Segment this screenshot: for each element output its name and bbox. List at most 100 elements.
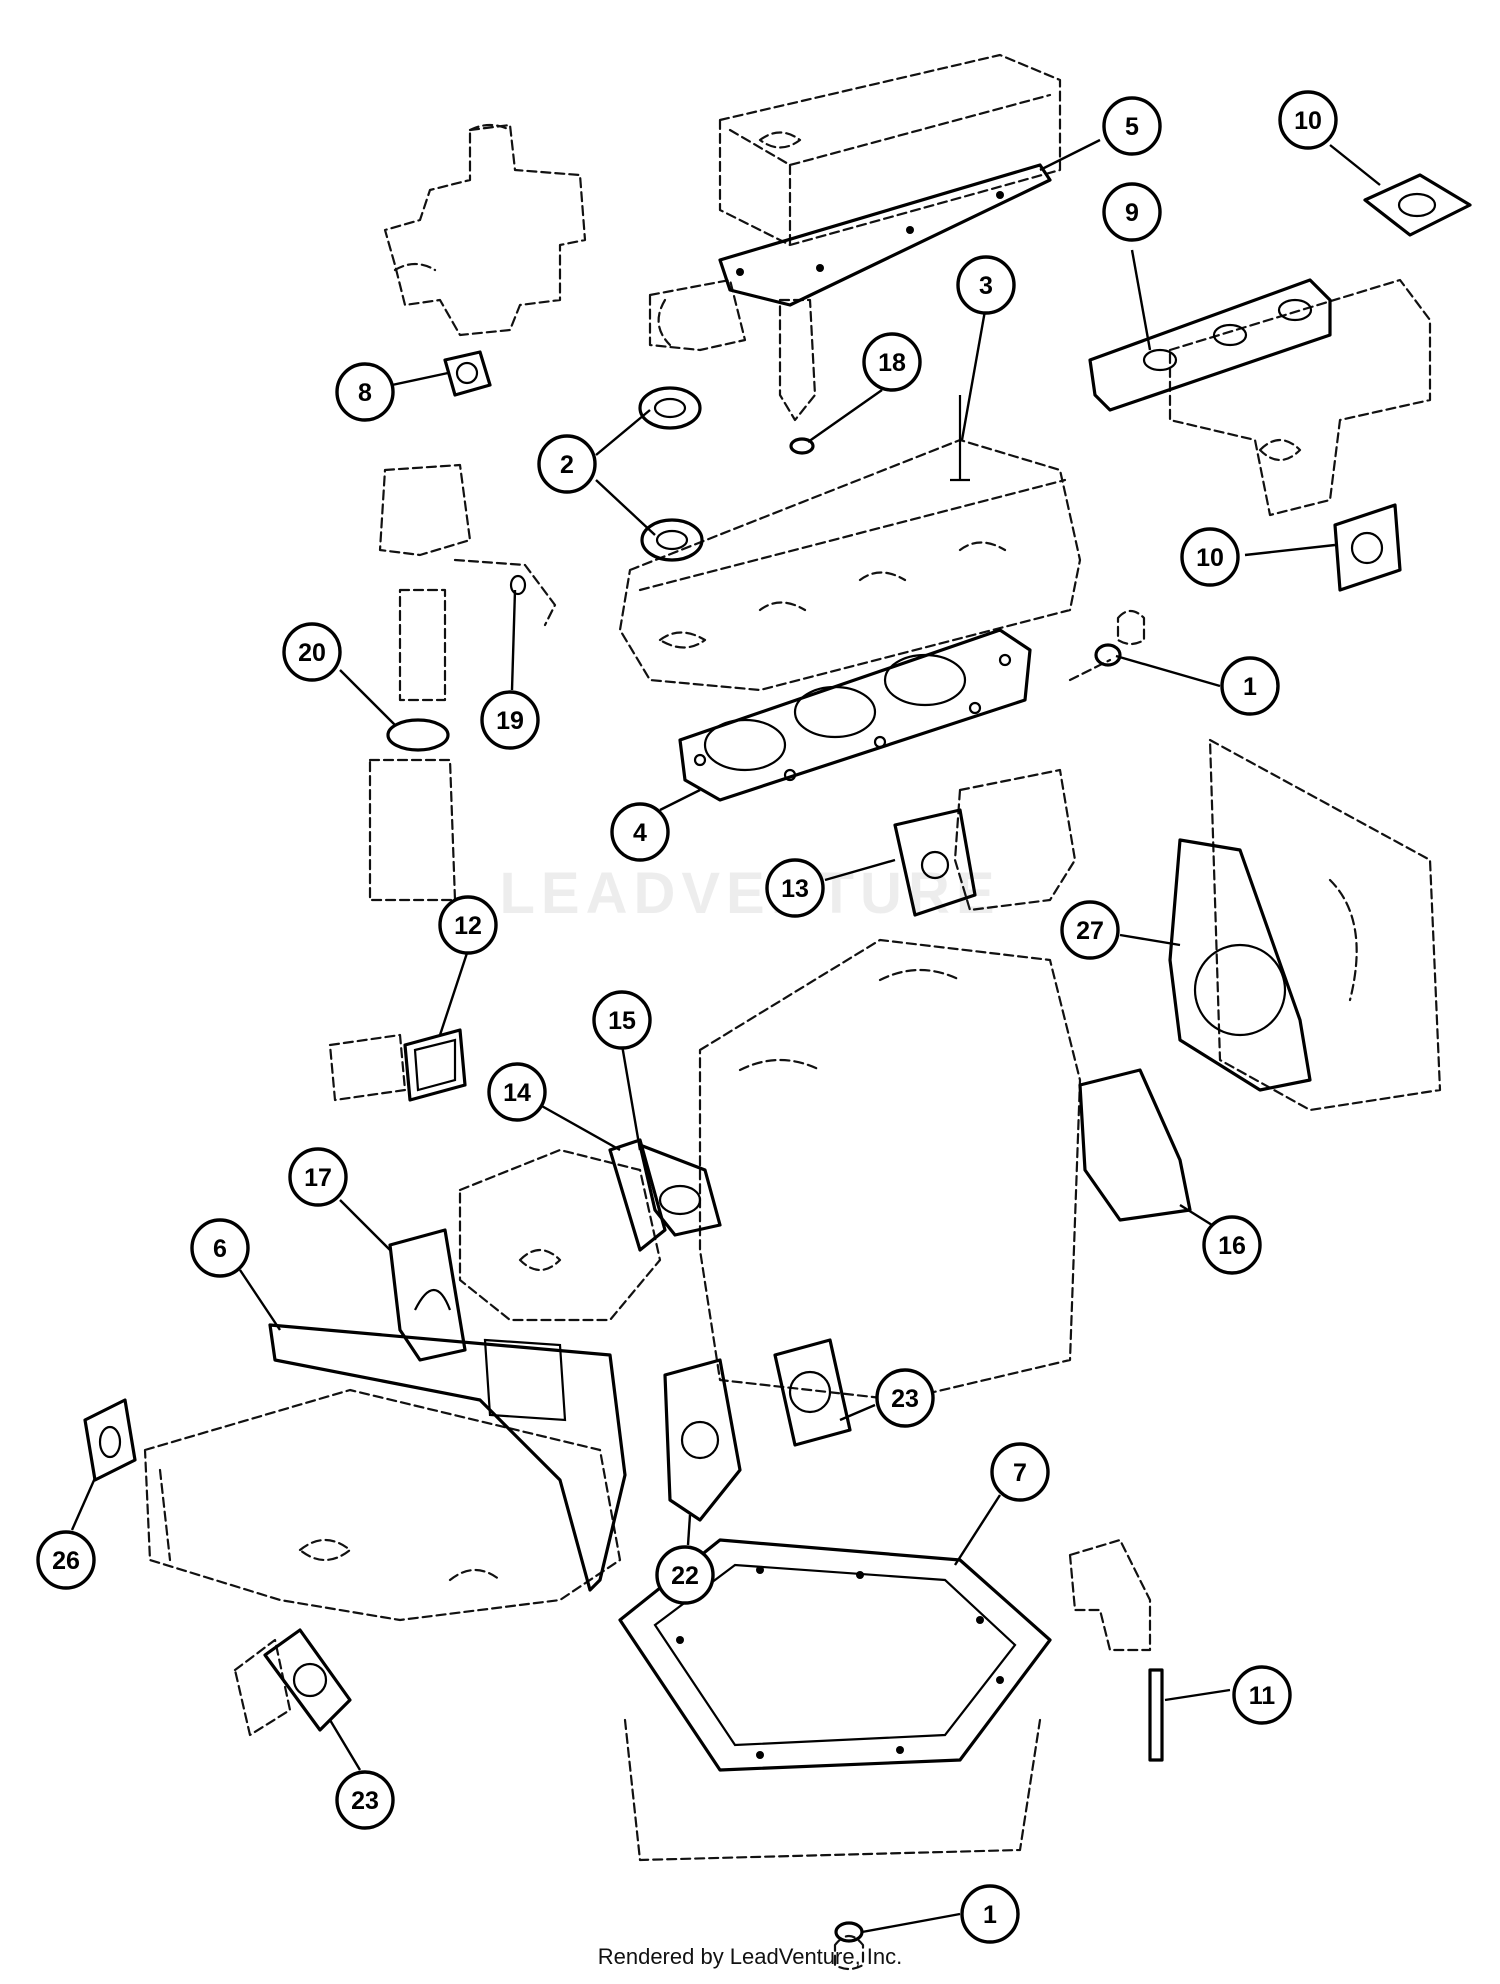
injector-ghost <box>778 298 817 422</box>
end-plate-gasket <box>83 1398 137 1482</box>
callout-label: 10 <box>1196 544 1224 572</box>
gasket-hole <box>996 1676 1004 1684</box>
leader-2-lower <box>595 479 656 536</box>
gasket-port <box>788 1370 832 1414</box>
callout-12[interactable]: 12 <box>438 895 498 955</box>
seal-rod <box>1148 1668 1164 1762</box>
callout-14[interactable]: 14 <box>487 1062 547 1122</box>
gasket-hole <box>756 1751 764 1759</box>
front-plate-gasket <box>1168 838 1312 1092</box>
callout-label: 18 <box>878 349 906 377</box>
water-outlet-gasket-upper <box>638 386 702 430</box>
gasket-opening <box>413 1038 457 1092</box>
callout-3[interactable]: 3 <box>956 255 1016 315</box>
callout-label: 23 <box>891 1385 919 1413</box>
leader-1b <box>861 1912 961 1934</box>
callout-1b[interactable]: 1 <box>960 1884 1020 1944</box>
gasket-port <box>1397 192 1437 218</box>
callout-17[interactable]: 17 <box>288 1147 348 1207</box>
callout-label: 4 <box>633 819 647 847</box>
callout-1a[interactable]: 1 <box>1220 656 1280 716</box>
leader-17 <box>339 1199 391 1251</box>
gasket-hole <box>736 268 744 276</box>
callout-19[interactable]: 19 <box>480 690 540 750</box>
leader-9 <box>1130 249 1152 351</box>
leader-14 <box>539 1103 621 1152</box>
callout-label: 2 <box>560 451 574 479</box>
oil-pan-gasket-inner <box>653 1563 1017 1747</box>
leader-26 <box>70 1477 97 1531</box>
water-outlet-gasket-lower <box>640 518 704 562</box>
callout-label: 16 <box>1218 1232 1246 1260</box>
callout-20[interactable]: 20 <box>282 622 342 682</box>
callout-11[interactable]: 11 <box>1232 1665 1292 1725</box>
leader-23a <box>839 1403 876 1422</box>
gasket-port <box>680 1420 720 1460</box>
callout-2[interactable]: 2 <box>537 434 597 494</box>
callout-label: 27 <box>1076 917 1104 945</box>
leader-5 <box>1039 138 1101 172</box>
gasket-opening <box>414 1289 452 1311</box>
leader-22 <box>686 1514 692 1546</box>
thermostat-gasket <box>443 350 492 397</box>
leader-16 <box>1179 1203 1213 1227</box>
callout-10a[interactable]: 10 <box>1278 90 1338 150</box>
dipstick-tube-ghost <box>453 558 557 627</box>
flange-gasket-23-upper <box>773 1338 852 1447</box>
gasket-hole <box>968 701 982 715</box>
callout-label: 14 <box>503 1079 531 1107</box>
callout-22[interactable]: 22 <box>655 1545 715 1605</box>
gasket-port <box>483 1338 567 1422</box>
callout-26[interactable]: 26 <box>36 1530 96 1590</box>
callout-27[interactable]: 27 <box>1060 900 1120 960</box>
callout-13[interactable]: 13 <box>765 858 825 918</box>
leader-11 <box>1164 1688 1231 1702</box>
callout-4[interactable]: 4 <box>610 802 670 862</box>
water-outlet-ghost <box>648 278 747 352</box>
callout-16[interactable]: 16 <box>1202 1215 1262 1275</box>
callout-6[interactable]: 6 <box>190 1218 250 1278</box>
head-gasket-bore-2 <box>793 685 877 739</box>
callout-9[interactable]: 9 <box>1102 182 1162 242</box>
leader-23b <box>328 1719 362 1771</box>
callout-15[interactable]: 15 <box>592 990 652 1050</box>
head-gasket-bore-3 <box>883 653 967 707</box>
gasket-port <box>653 397 687 419</box>
callout-23a[interactable]: 23 <box>875 1368 935 1428</box>
cylinder-block-ghost <box>698 938 1082 1402</box>
callout-7[interactable]: 7 <box>990 1442 1050 1502</box>
fuel-pump-gasket <box>893 808 977 917</box>
gasket-port <box>455 361 479 385</box>
callout-18[interactable]: 18 <box>862 332 922 392</box>
callout-label: 15 <box>608 1007 636 1035</box>
callout-label: 26 <box>52 1547 80 1575</box>
leader-1a <box>1115 654 1221 688</box>
dipstick-oring <box>509 574 527 596</box>
gasket-hole <box>896 1746 904 1754</box>
leader-12 <box>438 949 470 1036</box>
callout-label: 22 <box>671 1562 699 1590</box>
gasket-hole <box>783 768 797 782</box>
gasket-opening <box>1193 943 1287 1037</box>
callout-label: 1 <box>983 1901 997 1929</box>
drain-plug-ghost <box>833 1934 865 1971</box>
injector-washer <box>789 437 815 455</box>
leader-4 <box>659 788 701 812</box>
gasket-port <box>292 1662 328 1698</box>
callout-8[interactable]: 8 <box>335 362 395 422</box>
leader-10a <box>1329 144 1381 186</box>
cylinder-head-ghost <box>618 438 1082 692</box>
valve-cover-ghost <box>718 53 1062 247</box>
leader-3 <box>960 304 988 441</box>
callout-label: 6 <box>213 1235 227 1263</box>
callout-5[interactable]: 5 <box>1102 96 1162 156</box>
callout-10b[interactable]: 10 <box>1180 527 1240 587</box>
exhaust-manifold-gasket <box>1088 278 1332 412</box>
water-pump-gasket-14 <box>608 1138 667 1252</box>
thermostat-housing-ghost <box>383 123 587 337</box>
leader-10b <box>1244 543 1336 557</box>
callout-label: 8 <box>358 379 372 407</box>
callout-23b[interactable]: 23 <box>335 1770 395 1830</box>
